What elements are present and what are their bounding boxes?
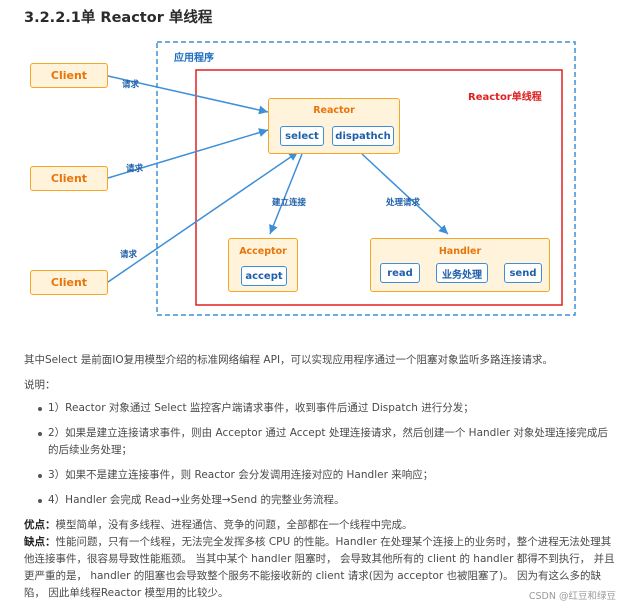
pros-label: 优点： <box>24 519 56 531</box>
request-arrow-2 <box>107 128 269 179</box>
cons-paragraph: 缺点：性能问题，只有一个线程，无法完全发挥多核 CPU 的性能。Handler … <box>24 534 616 602</box>
list-item: 1）Reactor 对象通过 Select 监控客户端请求事件，收到事件后通过 … <box>38 400 616 417</box>
send-chip: send <box>504 263 542 283</box>
list-item: 3）如果不是建立连接事件，则 Reactor 会分发调用连接对应的 Handle… <box>38 467 616 484</box>
explanation-list: 1）Reactor 对象通过 Select 监控客户端请求事件，收到事件后通过 … <box>24 400 616 509</box>
business-process-chip: 业务处理 <box>436 263 488 283</box>
list-item: 2）如果是建立连接请求事件，则由 Acceptor 通过 Accept 处理连接… <box>38 425 616 459</box>
process-request-label: 处理请求 <box>386 198 421 208</box>
acceptor-title: Acceptor <box>239 246 287 257</box>
list-item: 4）Handler 会完成 Read→业务处理→Send 的完整业务流程。 <box>38 492 616 509</box>
section-heading: 3.2.2.1单 Reactor 单线程 <box>24 10 213 26</box>
build-connection-label: 建立连接 <box>272 198 307 208</box>
request-arrow-3 <box>107 151 299 283</box>
client-box-2: Client <box>30 166 108 191</box>
reactor-diagram: 应用程序 Reactor单线程 Client Client Client 请求 … <box>0 28 624 328</box>
pros-text: 模型简单，没有多线程、进程通信、竞争的问题，全部都在一个线程中完成。 <box>55 519 413 531</box>
note-label: 说明： <box>24 379 56 391</box>
accept-chip: accept <box>241 266 287 286</box>
intro-paragraph: 其中Select 是前面IO复用模型介绍的标准网络编程 API，可以实现应用程序… <box>24 354 554 366</box>
build-connection-arrow <box>269 153 303 235</box>
application-label: 应用程序 <box>174 53 214 64</box>
select-chip: select <box>280 126 324 146</box>
client-box-3: Client <box>30 270 108 295</box>
reactor-title: Reactor <box>313 105 355 116</box>
request-arrow-1 <box>107 75 269 115</box>
cons-text: 性能问题，只有一个线程，无法完全发挥多核 CPU 的性能。Handler 在处理… <box>24 536 615 599</box>
request-label-3: 请求 <box>120 250 138 260</box>
client-box-1: Client <box>30 63 108 88</box>
request-label-2: 请求 <box>126 164 144 174</box>
reactor-thread-container <box>195 69 563 306</box>
read-chip: read <box>380 263 420 283</box>
dispatch-chip: dispathch <box>332 126 394 146</box>
cons-label: 缺点： <box>24 536 56 548</box>
application-container <box>156 41 576 316</box>
request-label-1: 请求 <box>122 80 140 90</box>
watermark: CSDN @红豆和绿豆 <box>528 591 616 602</box>
acceptor-box: Acceptor accept <box>228 238 298 292</box>
article-body: 其中Select 是前面IO复用模型介绍的标准网络编程 API，可以实现应用程序… <box>24 352 616 602</box>
reactor-box: Reactor select dispathch <box>268 98 400 154</box>
process-request-arrow <box>361 153 449 235</box>
handler-title: Handler <box>438 246 482 257</box>
handler-box: Handler read 业务处理 send <box>370 238 550 292</box>
pros-paragraph: 优点：模型简单，没有多线程、进程通信、竞争的问题，全部都在一个线程中完成。 <box>24 517 616 534</box>
reactor-thread-label: Reactor单线程 <box>468 92 542 103</box>
diagram-lines <box>107 41 576 316</box>
